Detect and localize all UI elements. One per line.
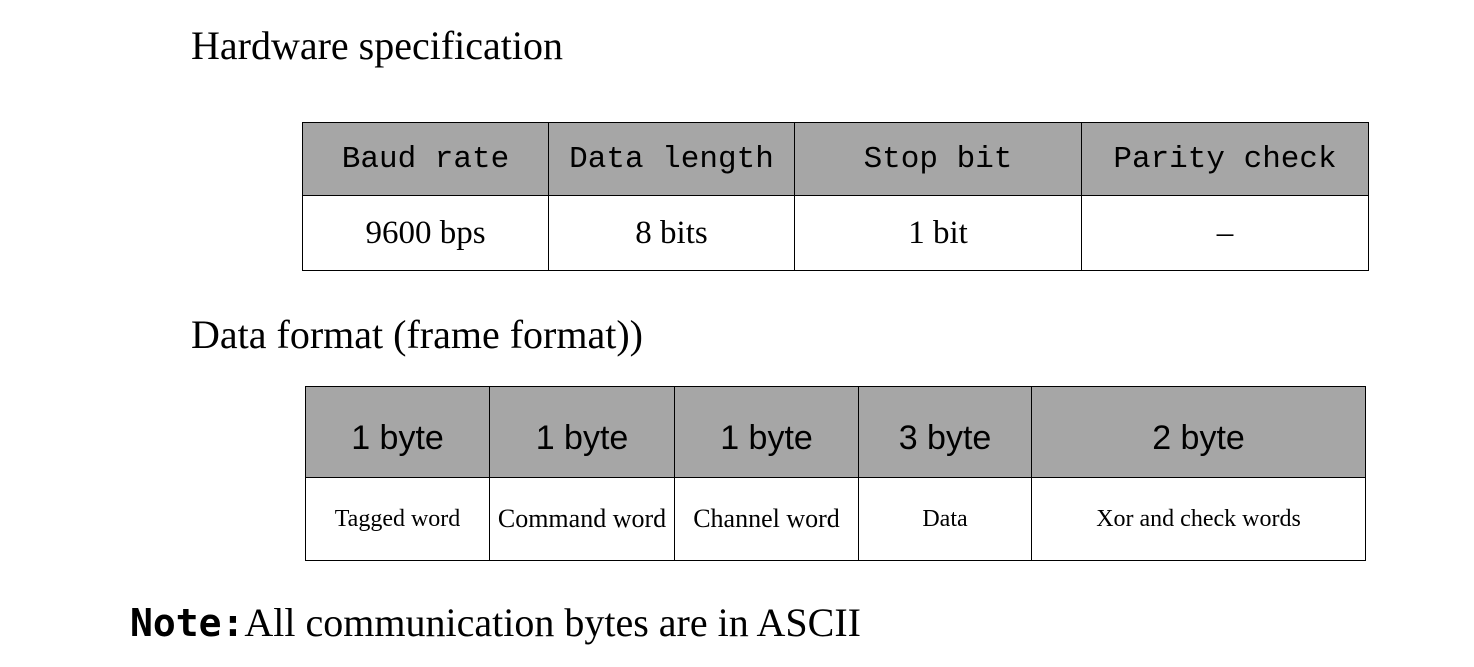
header-byte-5: 2 byte xyxy=(1031,386,1366,478)
hardware-spec-table: Baud rate Data length Stop bit Parity ch… xyxy=(302,122,1369,271)
header-byte-2: 1 byte xyxy=(489,386,675,478)
header-data-length: Data length xyxy=(548,122,795,196)
header-parity-check: Parity check xyxy=(1081,122,1369,196)
frame-format-table: 1 byte 1 byte 1 byte 3 byte 2 byte Tagge… xyxy=(305,386,1366,561)
table-header-row: 1 byte 1 byte 1 byte 3 byte 2 byte xyxy=(305,386,1366,478)
value-data-length: 8 bits xyxy=(548,195,795,271)
field-tagged-word: Tagged word xyxy=(305,477,490,561)
note: Note:All communication bytes are in ASCI… xyxy=(130,603,861,643)
note-label: Note: xyxy=(130,601,245,645)
value-stop-bit: 1 bit xyxy=(794,195,1082,271)
header-byte-3: 1 byte xyxy=(674,386,859,478)
header-baud-rate: Baud rate xyxy=(302,122,549,196)
table-row: Tagged word Command word Channel word Da… xyxy=(305,477,1366,561)
hardware-spec-heading: Hardware specification xyxy=(191,23,564,68)
field-channel-word: Channel word xyxy=(674,477,859,561)
note-text: All communication bytes are in ASCII xyxy=(244,600,861,645)
header-byte-1: 1 byte xyxy=(305,386,490,478)
table-header-row: Baud rate Data length Stop bit Parity ch… xyxy=(302,122,1369,196)
field-data: Data xyxy=(858,477,1032,561)
header-stop-bit: Stop bit xyxy=(794,122,1082,196)
header-byte-4: 3 byte xyxy=(858,386,1032,478)
value-baud-rate: 9600 bps xyxy=(302,195,549,271)
value-parity-check: – xyxy=(1081,195,1369,271)
field-xor-check-words: Xor and check words xyxy=(1031,477,1366,561)
field-command-word: Command word xyxy=(489,477,675,561)
data-format-heading: Data format (frame format)) xyxy=(191,312,643,357)
table-row: 9600 bps 8 bits 1 bit – xyxy=(302,195,1369,271)
